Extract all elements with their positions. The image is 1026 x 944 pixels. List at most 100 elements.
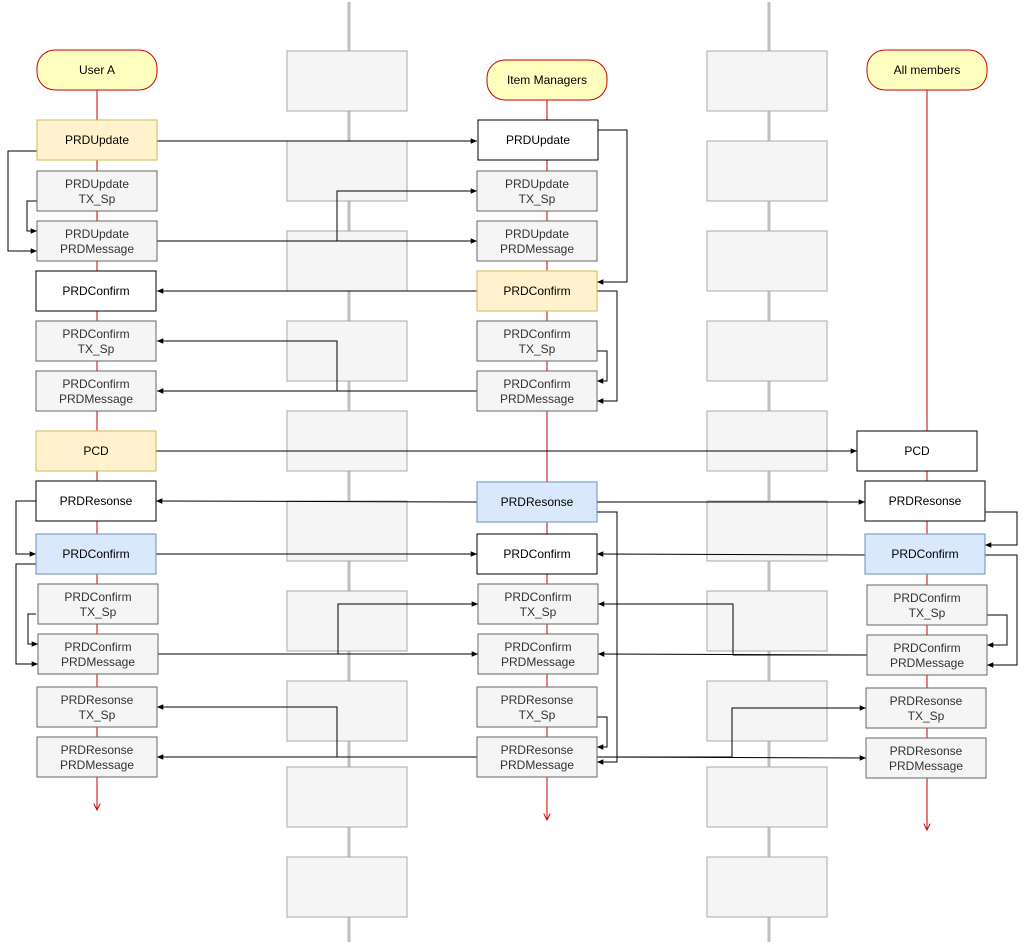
message-block-a4[interactable]: PRDConfirm [35, 270, 157, 312]
message-block-box [36, 686, 158, 728]
swimlane-columns [286, 2, 828, 942]
arrow-r3-to-m8 [596, 551, 866, 557]
message-block-box [35, 320, 157, 362]
actor-box [36, 49, 158, 91]
arrow-m12-to-r7 [596, 755, 867, 761]
message-block-label: PRDConfirm [62, 284, 129, 298]
message-block-label: PRDMessage [500, 392, 574, 406]
message-block-label: PRDConfirm [503, 377, 570, 391]
message-block-label: PRDConfirm [503, 327, 570, 341]
message-block-label: PRDUpdate [65, 133, 129, 147]
arrow-m7-to-a8 [155, 498, 478, 504]
message-block-label: TX_Sp [520, 605, 557, 619]
message-block-label: TX_Sp [78, 342, 115, 356]
lane-placeholder-box [286, 320, 408, 382]
lane-placeholder-box [706, 500, 828, 562]
message-block-label: TX_Sp [80, 605, 117, 619]
lane-placeholder-box [286, 680, 408, 742]
message-block-m4[interactable]: PRDConfirm [476, 270, 598, 312]
arrow-r3-to-r4 [987, 614, 1008, 648]
lane-placeholder-box [706, 856, 828, 918]
message-block-label: PRDConfirm [62, 377, 129, 391]
message-block-r3[interactable]: PRDConfirm [864, 533, 986, 575]
message-block-label: PRDResonse [501, 743, 574, 757]
message-block-label: PRDResonse [501, 693, 574, 707]
message-block-label: PRDResonse [890, 694, 963, 708]
message-block-label: PRDConfirm [893, 641, 960, 655]
actor-item-managers[interactable]: Item Managers [486, 59, 608, 101]
lane-placeholder-box [706, 230, 828, 292]
message-block-a7[interactable]: PCD [35, 430, 157, 472]
actor-all-members[interactable]: All members [866, 49, 988, 91]
message-block-box [36, 220, 158, 262]
message-block-label: PRDMessage [60, 758, 134, 772]
lane-placeholder-box [286, 140, 408, 202]
message-block-box [856, 430, 978, 472]
lane-placeholder-box [286, 50, 408, 112]
message-block-label: TX_Sp [908, 709, 945, 723]
message-block-box [35, 270, 157, 312]
lane-placeholder-box [286, 856, 408, 918]
message-block-label: TX_Sp [79, 708, 116, 722]
message-block-box [37, 633, 159, 675]
message-block-label: PRDResonse [501, 495, 574, 509]
message-blocks: PRDUpdatePRDUpdateTX_SpPRDUpdatePRDMessa… [35, 119, 988, 779]
message-block-box [35, 533, 157, 575]
arrow-m4-to-m6 [597, 290, 618, 404]
lane-placeholder-box [706, 140, 828, 202]
lane-placeholder-box [286, 766, 408, 828]
message-block-box [864, 480, 986, 522]
lane-placeholder-box [286, 410, 408, 472]
message-block-r2[interactable]: PRDResonse [864, 480, 986, 522]
arrow-r3-to-r5 [985, 554, 1018, 668]
message-arrows [7, 129, 1018, 765]
message-block-box [476, 686, 598, 728]
message-block-m7[interactable]: PRDResonse [476, 481, 598, 523]
message-block-label: PRDMessage [59, 392, 133, 406]
message-block-label: TX_Sp [519, 192, 556, 206]
message-block-a8[interactable]: PRDResonse [35, 480, 157, 522]
message-block-box [35, 430, 157, 472]
message-block-box [865, 687, 987, 729]
message-block-label: PRDConfirm [891, 547, 958, 561]
message-block-m8[interactable]: PRDConfirm [476, 533, 598, 575]
arrow-m4-to-m5 [597, 350, 608, 384]
message-block-label: PRDConfirm [504, 640, 571, 654]
message-block-label: PRDResonse [889, 494, 962, 508]
arrow-a8-to-a9 [15, 500, 36, 557]
actor-user-a[interactable]: User A [36, 49, 158, 91]
message-block-m1[interactable]: PRDUpdate [477, 119, 599, 161]
message-block-a9[interactable]: PRDConfirm [35, 533, 157, 575]
message-block-box [36, 170, 158, 212]
lane-placeholder-box [706, 50, 828, 112]
arrow-a1-to-a2 [7, 150, 37, 254]
message-block-label: TX_Sp [519, 342, 556, 356]
message-block-r1[interactable]: PCD [856, 430, 978, 472]
message-block-box [477, 119, 599, 161]
message-block-a1[interactable]: PRDUpdate [36, 119, 158, 161]
lane-placeholder-box [706, 410, 828, 472]
arrow-r5-to-m10 [597, 651, 868, 657]
message-block-box [477, 633, 599, 675]
